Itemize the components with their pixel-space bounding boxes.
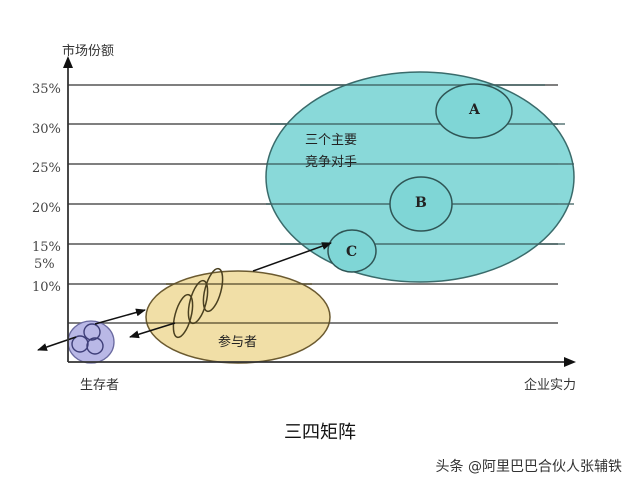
leaders-label-line2: 竞争对手 [305,155,358,170]
competitor-a-label: A [469,102,480,118]
x-axis-arrow-icon [564,357,576,367]
y-axis-arrow-icon [63,56,73,68]
participant-rings [172,267,224,339]
watermark: 头条 @阿里巴巴合伙人张辅铁 [435,459,622,475]
competitor-c-label: C [346,244,358,260]
survivors-circle [67,320,115,364]
y-tick-20: 20% [32,201,61,216]
leaders-label-line1: 三个主要 [305,133,358,148]
axes [67,64,566,363]
competitor-b-label: B [415,195,427,211]
x-axis-title: 企业实力 [524,378,577,393]
y-tick-5: 5% [34,257,55,272]
origin-label: 生存者 [80,378,120,393]
movement-arrows [37,242,332,351]
y-axis-title: 市场份额 [62,44,115,59]
y-tick-25: 25% [32,161,61,176]
y-tick-15: 15% [32,240,61,255]
diagram-caption: 三四矩阵 [284,422,356,443]
y-tick-30: 30% [32,122,61,137]
competitor-b-circle [389,176,453,232]
competitor-c-circle [327,229,377,273]
y-tick-35: 35% [32,82,61,97]
participants-label: 参与者 [218,335,258,350]
competitor-a-circle [435,83,513,139]
leaders-label: 三个主要 竞争对手 [305,130,357,174]
y-tick-10: 10% [32,280,61,295]
